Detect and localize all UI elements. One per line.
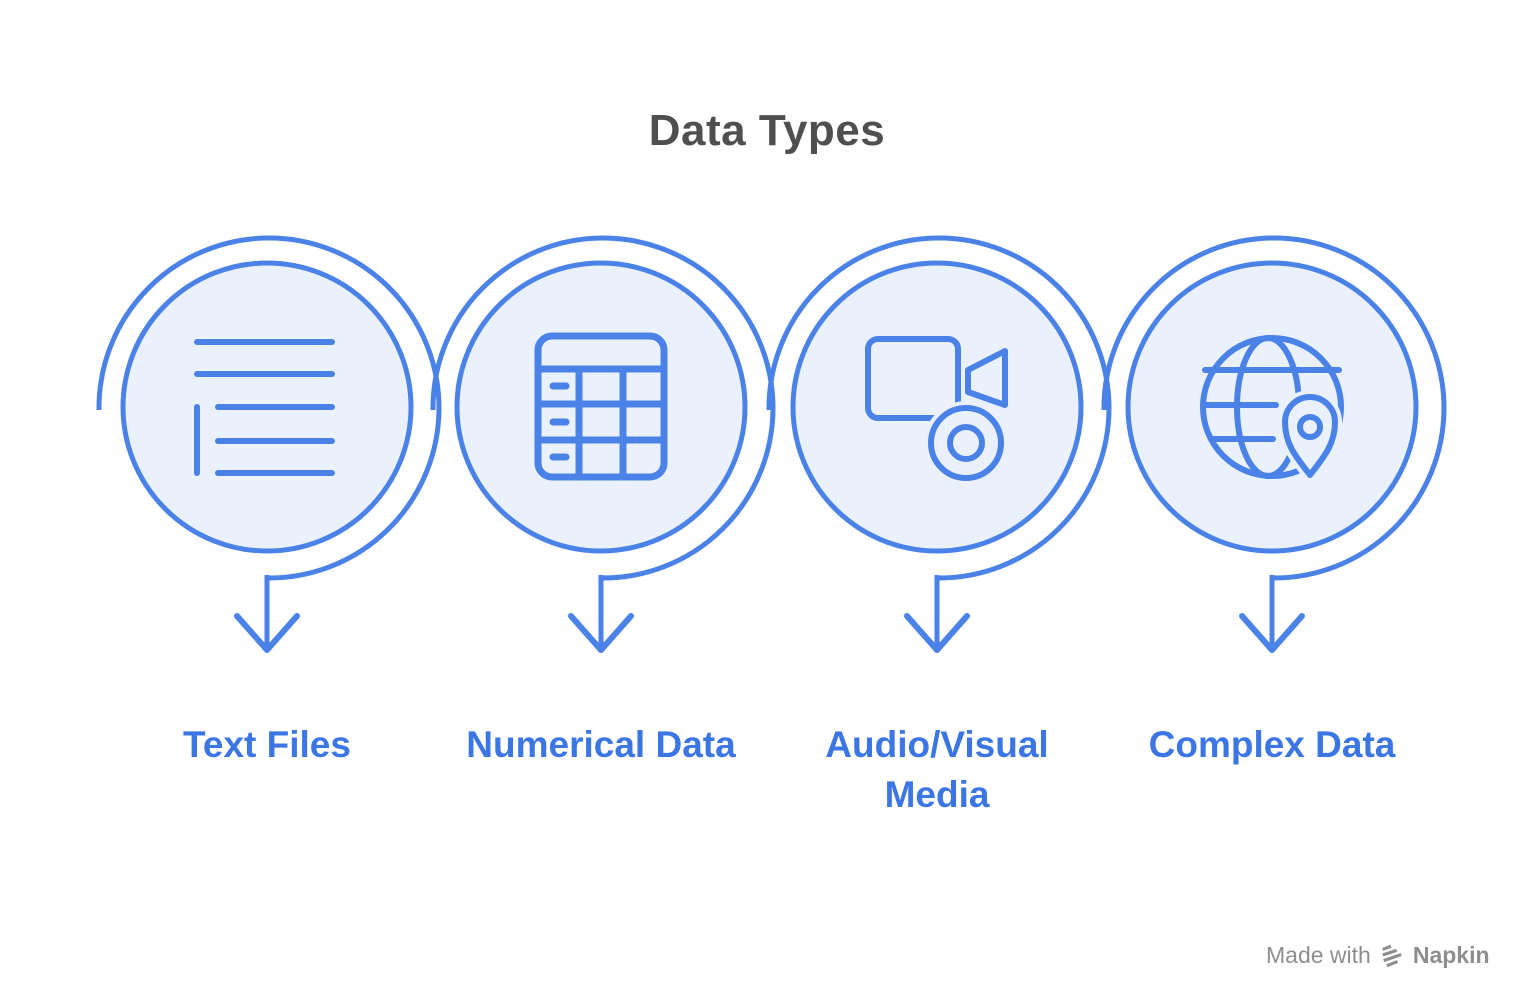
page-title: Data Types (648, 106, 886, 155)
circle-bubble (790, 260, 1084, 554)
napkin-logo-icon (1381, 944, 1402, 968)
arrow-down-icon (904, 575, 970, 653)
node-graphic (96, 235, 442, 653)
item-label-text-files: Text Files (183, 724, 351, 765)
brand-name: Napkin (1412, 941, 1490, 968)
item-label-complex-data: Complex Data (1148, 724, 1396, 765)
arrow-down-icon (234, 575, 300, 653)
video-camera-icon (865, 336, 1008, 485)
node-graphic (766, 235, 1112, 653)
unit-numerical-data (421, 225, 781, 660)
item-label-audio-visual-media: Audio/Visual Media (825, 724, 1049, 815)
node-graphic (430, 235, 776, 653)
arrow-down-icon (1239, 575, 1305, 653)
watermark-text: Made with (1266, 941, 1371, 968)
unit-audio-visual-media (757, 225, 1117, 660)
swirl-arc (96, 235, 442, 581)
arrow-down-icon (568, 575, 634, 653)
watermark: Made with Napkin (1266, 938, 1490, 972)
unit-text-files (87, 225, 447, 660)
text-lines-icon (194, 339, 335, 476)
node-graphic (1101, 235, 1447, 653)
swirl-arc (430, 235, 776, 581)
swirl-arc (766, 235, 1112, 581)
item-label-numerical-data: Numerical Data (466, 724, 736, 765)
swirl-arc (1101, 235, 1447, 581)
globe-location-icon (1200, 335, 1344, 482)
table-grid-icon (534, 332, 668, 481)
unit-complex-data (1092, 225, 1452, 660)
